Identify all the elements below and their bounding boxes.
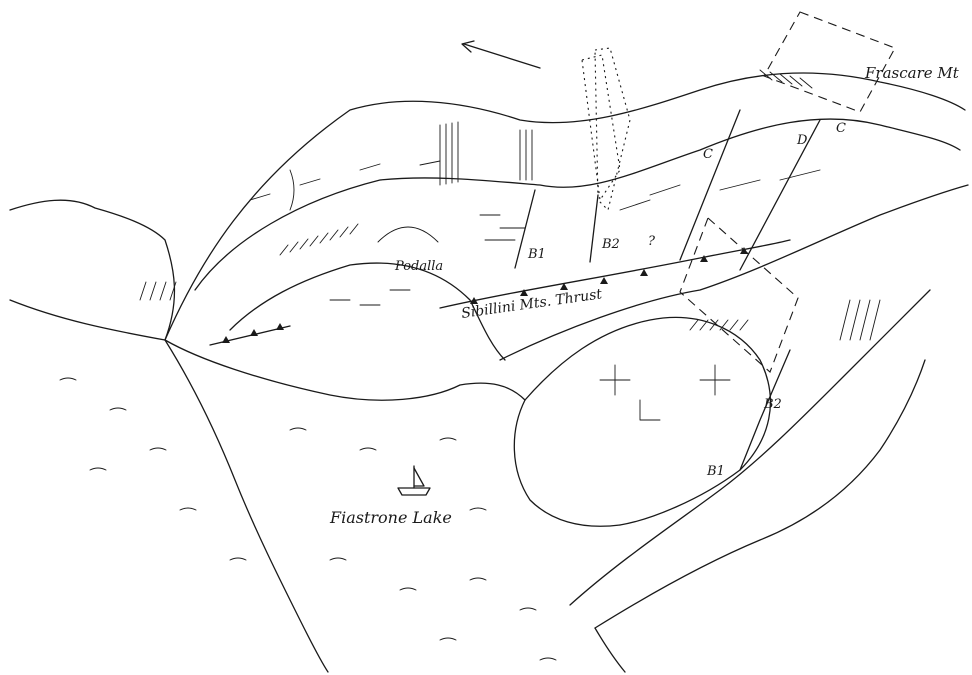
boat-icon xyxy=(398,466,430,495)
b2-lower-label: B2 xyxy=(763,397,782,412)
podalla-label: Podalla xyxy=(394,259,443,274)
d-label: D xyxy=(796,133,808,148)
question-label: ? xyxy=(648,234,656,249)
valley-sides xyxy=(10,300,328,672)
b1-upper-label: B1 xyxy=(527,247,546,262)
section-boxes xyxy=(582,12,895,372)
direction-arrow xyxy=(462,41,540,68)
c-left-label: C xyxy=(703,147,713,162)
ridge-outline xyxy=(10,73,968,672)
c-right-label: C xyxy=(836,121,846,136)
frascare-label: Frascare Mt xyxy=(864,64,960,82)
thrust-line xyxy=(210,240,790,345)
small-bracket-marks xyxy=(290,170,438,242)
b2-upper-label: B2 xyxy=(601,237,620,252)
lake-label: Fiastrone Lake xyxy=(329,508,452,527)
lake-ripples xyxy=(60,378,556,660)
thrust-label: Sibillini Mts. Thrust xyxy=(460,286,603,322)
bedding-strokes xyxy=(250,161,820,420)
b1-lower-label: B1 xyxy=(706,464,725,479)
